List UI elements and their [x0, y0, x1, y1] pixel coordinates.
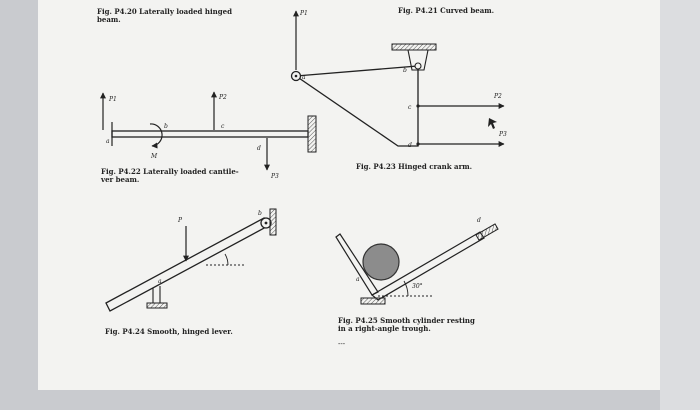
label-p2: P2: [218, 94, 227, 101]
crank-plate: [294, 65, 419, 147]
lever-wall: [269, 208, 277, 236]
point-d: [416, 142, 420, 146]
fig-p4-23-hinged-crank-arm: a P1 b c P2 d P3: [290, 10, 507, 149]
trough-apex-support: [360, 297, 386, 305]
lever-hinge-b-center: [264, 221, 268, 225]
caption-p4-22-line1: Fig. P4.22 Laterally loaded cantile-: [101, 167, 239, 176]
caption-p4-20-line1: Fig. P4.20 Laterally loaded hinged: [97, 7, 232, 16]
fig-p4-25-cylinder-trough: a d 30°: [335, 217, 499, 305]
trough-angle-label: 30°: [412, 283, 423, 290]
label-crank-b: b: [403, 67, 407, 74]
label-crank-d: d: [408, 142, 412, 149]
label-p3: P3: [270, 173, 279, 180]
caption-fig-p4-23: Fig. P4.23 Hinged crank arm.: [356, 162, 473, 171]
page-margin: [660, 0, 700, 410]
label-m: M: [150, 153, 158, 160]
caption-fig-p4-24: Fig. P4.24 Smooth, hinged lever.: [105, 327, 233, 336]
textbook-page: [38, 0, 660, 390]
trough-label-d: d: [477, 217, 481, 224]
trough-label-a: a: [356, 276, 360, 283]
point-c: [416, 104, 420, 108]
crank-label-p2: P2: [493, 93, 502, 100]
caption-dash: ---: [338, 340, 346, 348]
fig-p4-22-cantilever-beam: P1 P2 P3 M a b c d: [100, 91, 317, 180]
caption-p4-25-line2: in a right-angle trough.: [338, 324, 431, 333]
fulcrum-base: [146, 302, 168, 309]
trough-angle-arc: [403, 280, 409, 297]
label-b: b: [164, 123, 168, 130]
hinge-pin-a-center: [294, 74, 298, 78]
label-crank-c: c: [408, 104, 412, 111]
caption-fig-p4-25: Fig. P4.25 Smooth cylinder resting in a …: [338, 317, 475, 333]
smooth-cylinder: [362, 243, 400, 281]
top-support: [391, 43, 437, 51]
label-d: d: [257, 145, 261, 152]
angle-arc: [224, 253, 229, 266]
label-crank-a: a: [302, 74, 306, 81]
caption-p4-20-line2: beam.: [97, 15, 121, 24]
lever-label-p: P: [177, 217, 183, 224]
caption-fig-p4-20: Fig. P4.20 Laterally loaded hinged beam.: [97, 8, 232, 24]
lever-label-b: b: [258, 210, 262, 217]
caption-p4-22-line2: ver beam.: [101, 175, 140, 184]
hinge-pin-b: [414, 62, 422, 70]
cursor-icon: [488, 118, 497, 129]
caption-fig-p4-22: Fig. P4.22 Laterally loaded cantile- ver…: [101, 168, 239, 184]
lever-bar: [105, 217, 269, 312]
fig-p4-24-hinged-lever: b a P: [105, 208, 277, 312]
moment-m-arc: [149, 123, 163, 149]
label-a: a: [106, 138, 110, 145]
trough-right-support: [475, 223, 499, 241]
top-bracket: [407, 49, 429, 71]
fixed-wall: [307, 115, 317, 153]
lever-label-a: a: [158, 278, 162, 285]
crank-label-p3: P3: [498, 131, 507, 138]
caption-p4-25-line1: Fig. P4.25 Smooth cylinder resting: [338, 316, 475, 325]
label-p1: P1: [108, 96, 117, 103]
label-c: c: [221, 123, 225, 130]
caption-fig-p4-21: Fig. P4.21 Curved beam.: [398, 6, 495, 15]
crank-label-p1: P1: [299, 10, 308, 17]
cantilever-beam: [111, 130, 309, 138]
